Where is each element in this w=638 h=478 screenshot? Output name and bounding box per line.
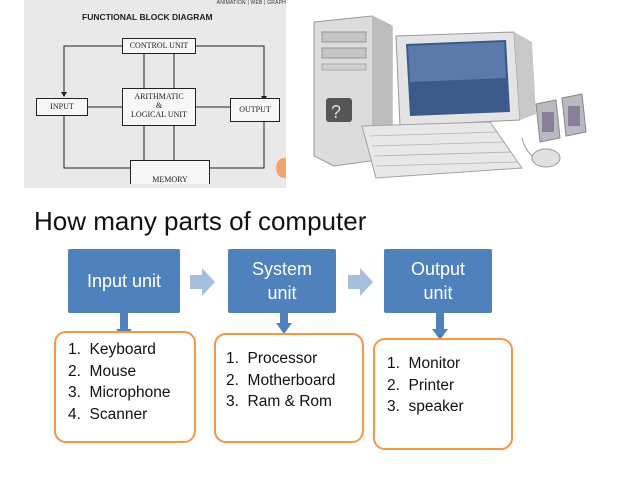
control-unit-label: CONTROL UNIT xyxy=(129,41,189,50)
arrow-down-icon xyxy=(432,313,448,340)
list-item: 2. Mouse xyxy=(68,362,137,380)
memory-block: MEMORY xyxy=(130,160,210,184)
list-item: 3. Ram & Rom xyxy=(226,393,332,410)
alu-block: ARITHMATIC & LOGICAL UNIT xyxy=(122,88,196,126)
svg-text:?: ? xyxy=(331,102,341,122)
input-unit-label: Input unit xyxy=(86,271,162,291)
list-item: 2. Motherboard xyxy=(226,371,336,389)
system-unit-label-2: unit xyxy=(267,283,297,303)
output-devices-list: 1. Monitor 2. Printer 3. speaker xyxy=(387,353,511,418)
list-item: 1. Processor xyxy=(226,350,318,367)
page-title: How many parts of computer xyxy=(34,206,367,236)
memory-block-label: MEMORY xyxy=(152,175,188,184)
input-devices-list: 1. Keyboard 2. Mouse 3. Microphone 4. Sc… xyxy=(68,339,194,425)
orange-marker xyxy=(276,158,286,178)
output-devices-box: 1. Monitor 2. Printer 3. speaker xyxy=(373,338,513,450)
system-components-list: 1. Processor 2. Motherboard 3. Ram & Rom xyxy=(226,348,362,413)
control-unit-block: CONTROL UNIT xyxy=(122,38,196,54)
functional-block-diagram: ANIMATION | WEB | GRAPH FUNCTIONAL BLOCK… xyxy=(24,0,286,188)
system-unit-label-1: System xyxy=(251,259,312,279)
system-unit-box: System unit xyxy=(228,249,336,313)
output-unit-label-2: unit xyxy=(423,283,453,303)
list-item: 3. speaker xyxy=(387,398,464,415)
input-unit-box: Input unit xyxy=(68,249,180,313)
chevron-right-icon xyxy=(190,268,215,296)
list-item: 3. Microphone xyxy=(68,384,171,401)
input-devices-box: 1. Keyboard 2. Mouse 3. Microphone 4. Sc… xyxy=(54,331,196,443)
chevron-right-icon xyxy=(348,268,373,296)
list-item: 1. Monitor xyxy=(387,355,461,372)
computer-illustration: ? xyxy=(313,15,587,179)
diagram-heading: FUNCTIONAL BLOCK DIAGRAM xyxy=(82,12,213,22)
output-unit-box: Output unit xyxy=(384,249,492,313)
diagram-top-strip: ANIMATION | WEB | GRAPH xyxy=(216,0,286,6)
system-components-box: 1. Processor 2. Motherboard 3. Ram & Rom xyxy=(214,333,364,443)
list-item: 4. Scanner xyxy=(68,405,148,423)
alu-label-3: LOGICAL UNIT xyxy=(131,110,187,119)
list-item: 2. Printer xyxy=(387,376,455,394)
output-block: OUTPUT xyxy=(230,98,280,122)
input-block: INPUT xyxy=(36,98,88,116)
output-block-label: OUTPUT xyxy=(239,105,271,114)
arrow-down-icon xyxy=(276,313,292,334)
list-item: 1. Keyboard xyxy=(68,341,156,358)
output-unit-label-1: Output xyxy=(410,259,466,279)
alu-label-1: ARITHMATIC xyxy=(134,92,184,101)
input-block-label: INPUT xyxy=(50,102,74,111)
alu-label-2: & xyxy=(155,101,163,110)
